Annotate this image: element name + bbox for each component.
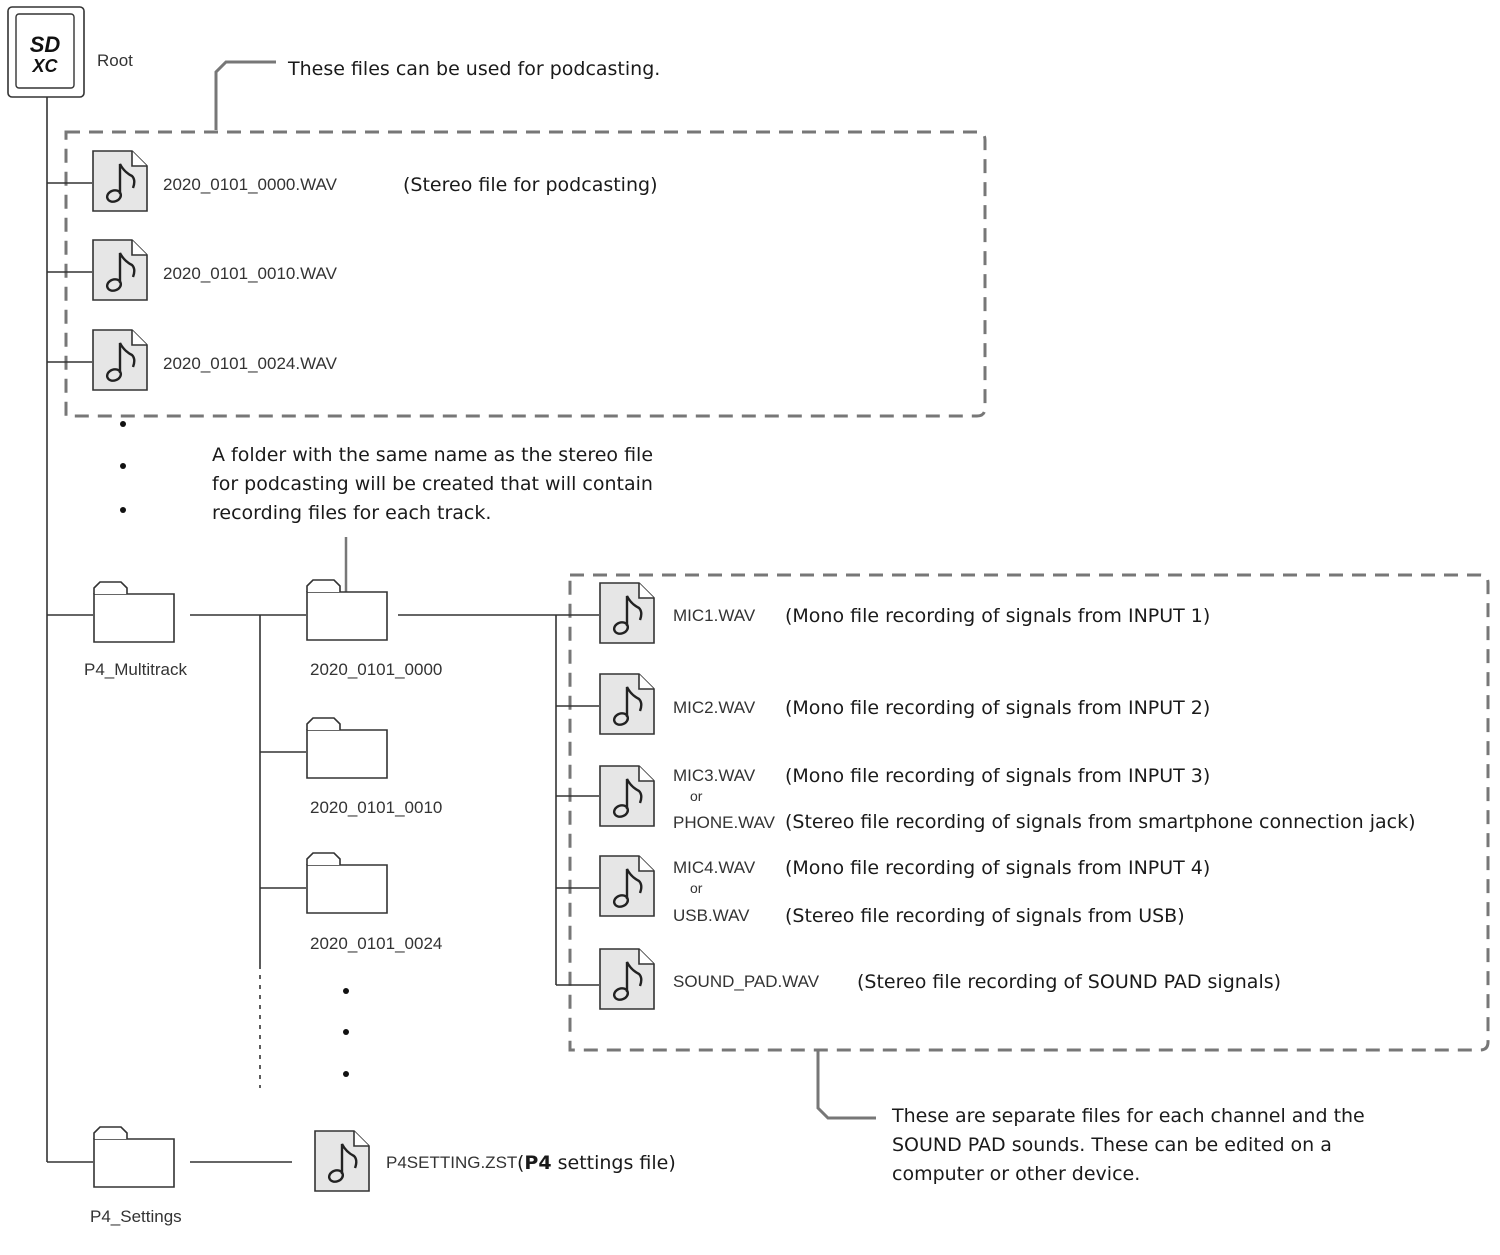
separate-callout-line — [816, 1050, 876, 1120]
svg-text:SOUND PAD sounds. These can be: SOUND PAD sounds. These can be edited on… — [892, 1134, 1332, 1156]
svg-text:for podcasting will be created: for podcasting will be created that will… — [212, 473, 653, 495]
folder-icon — [93, 581, 175, 643]
svg-text:recording files for each track: recording files for each track. — [212, 502, 491, 524]
file-name: 2020_0101_0024.WAV — [163, 354, 338, 373]
list-item-track-file-0: MIC1.WAV (Mono file recording of signals… — [556, 581, 1210, 645]
ellipsis-dots-subfolders — [343, 988, 349, 1077]
audio-file-icon — [91, 328, 149, 392]
audio-file-icon — [598, 764, 656, 828]
audio-file-icon — [598, 947, 656, 1011]
svg-text:computer or other device.: computer or other device. — [892, 1163, 1140, 1185]
file-name: MIC3.WAV — [673, 766, 756, 785]
svg-text:These are separate files for e: These are separate files for each channe… — [891, 1105, 1365, 1127]
audio-file-icon — [598, 581, 656, 645]
root-label: Root — [97, 51, 133, 70]
file-name: MIC4.WAV — [673, 858, 756, 877]
folder-icon — [306, 852, 388, 914]
list-item-settings-file: P4SETTING.ZST (P4 settings file) — [313, 1129, 676, 1193]
file-description: (Stereo file recording of SOUND PAD sign… — [857, 971, 1281, 993]
list-item-root-file-1: 2020_0101_0010.WAV — [47, 238, 338, 302]
alt-file-name: PHONE.WAV — [673, 813, 776, 832]
file-name: 2020_0101_0000.WAV — [163, 175, 338, 194]
folder-label-settings: P4_Settings — [90, 1207, 182, 1226]
folder-label-subfolder-1: 2020_0101_0010 — [310, 798, 442, 817]
audio-file-icon — [598, 672, 656, 736]
audio-file-icon — [598, 854, 656, 918]
podcast-callout-text: These files can be used for podcasting. — [287, 58, 660, 80]
audio-file-icon — [91, 149, 149, 213]
file-name: 2020_0101_0010.WAV — [163, 264, 338, 283]
svg-text:SD: SD — [30, 32, 61, 57]
list-item-track-file-3: MIC4.WAV (Mono file recording of signals… — [556, 854, 1210, 927]
file-name: P4SETTING.ZST — [386, 1153, 517, 1172]
podcast-files-dashed-box — [64, 130, 987, 418]
track-files-dashed-box — [568, 573, 1490, 1052]
alt-file-description: (Stereo file recording of signals from s… — [785, 811, 1416, 833]
folder-label-multitrack: P4_Multitrack — [84, 660, 187, 679]
file-description: (Mono file recording of signals from INP… — [785, 857, 1210, 879]
file-description: (Mono file recording of signals from INP… — [785, 765, 1210, 787]
folder-icon — [93, 1126, 175, 1188]
folder-label-subfolder-0: 2020_0101_0000 — [310, 660, 442, 679]
svg-text:A folder with the same name as: A folder with the same name as the stere… — [212, 444, 653, 466]
file-name: SOUND_PAD.WAV — [673, 972, 820, 991]
ellipsis-dots-root — [120, 421, 126, 513]
file-name: MIC1.WAV — [673, 606, 756, 625]
list-item-root-file-2: 2020_0101_0024.WAV — [47, 328, 338, 392]
alt-file-name: USB.WAV — [673, 906, 750, 925]
file-description: (P4 settings file) — [517, 1152, 676, 1174]
file-description: (Mono file recording of signals from INP… — [785, 697, 1210, 719]
list-item-root-file-0: 2020_0101_0000.WAV (Stereo file for podc… — [47, 149, 657, 213]
audio-file-icon — [313, 1129, 371, 1193]
folder-label-subfolder-2: 2020_0101_0024 — [310, 934, 442, 953]
list-item-track-file-1: MIC2.WAV (Mono file recording of signals… — [556, 672, 1210, 736]
folder-icon — [306, 717, 388, 779]
sd-card-icon: SD XC — [7, 6, 85, 98]
svg-text:XC: XC — [31, 56, 58, 76]
podcast-callout-line — [214, 60, 276, 130]
list-item-track-file-2: MIC3.WAV (Mono file recording of signals… — [556, 764, 1416, 833]
or-label: or — [690, 880, 703, 896]
alt-file-description: (Stereo file recording of signals from U… — [785, 905, 1185, 927]
or-label: or — [690, 788, 703, 804]
list-item-track-file-4: SOUND_PAD.WAV (Stereo file recording of … — [556, 947, 1281, 1011]
file-description: (Stereo file for podcasting) — [403, 174, 657, 196]
file-name: MIC2.WAV — [673, 698, 756, 717]
separate-callout-text: These are separate files for each channe… — [891, 1105, 1365, 1185]
folder-callout-text: A folder with the same name as the stere… — [212, 444, 653, 524]
audio-file-icon — [91, 238, 149, 302]
file-description: (Mono file recording of signals from INP… — [785, 605, 1210, 627]
